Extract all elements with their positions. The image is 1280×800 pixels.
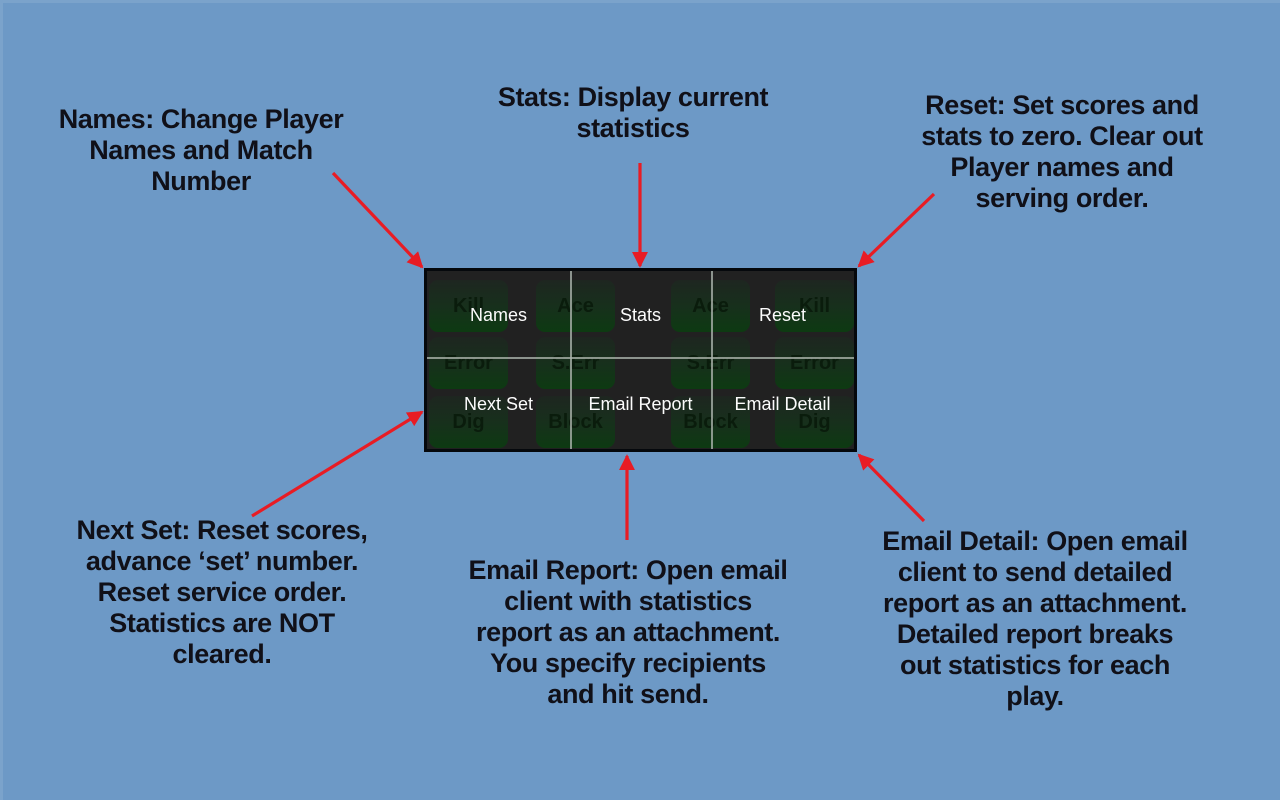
menu-item-names[interactable]: Names [469,305,527,325]
annotation-line: and hit send. [547,679,709,709]
menu-panel: Kill Ace Ace Kill Error S.Err S.Err Erro… [424,268,857,452]
annotation-line: cleared. [172,639,272,669]
ghost-button-block: Block [671,396,750,448]
annotation-line: Player names and [950,152,1174,182]
annotation-line: stats to zero. Clear out [921,121,1203,151]
menu-item-email-report[interactable]: Email Report [588,394,693,414]
menu-divider-vertical-1 [570,271,572,449]
menu-item-reset[interactable]: Reset [758,305,807,325]
annotation-line: Email Report: Open email [468,555,788,585]
annotation-line: Number [151,166,251,196]
annotation-line: Email Detail: Open email [882,526,1188,556]
annotation-line: report as an attachment. [475,617,780,647]
annotation-line: Detailed report breaks [896,619,1174,649]
annotation-line: Next Set: Reset scores, [76,515,368,545]
menu-divider-horizontal [427,357,854,359]
annotation-line: Names and Match [89,135,313,165]
ghost-button-ace: Ace [671,280,750,332]
annotation-line: report as an attachment. [882,588,1187,618]
ghost-button-ace: Ace [536,280,615,332]
annotation-line: serving order. [975,183,1149,213]
menu-divider-vertical-2 [711,271,713,449]
annotation-line: Reset: Set scores and [925,90,1199,120]
annotation-line: statistics [576,113,690,143]
annotation-next-set: Next Set: Reset scores, advance ‘set’ nu… [77,515,368,670]
annotation-line: Statistics are NOT [109,608,335,638]
ghost-button-block: Block [536,396,615,448]
annotation-line: Names: Change Player [58,104,344,134]
annotation-line: You specify recipients [490,648,766,678]
menu-item-next-set[interactable]: Next Set [463,394,534,414]
annotation-email-report: Email Report: Open email client with sta… [469,555,788,710]
menu-item-email-detail[interactable]: Email Detail [734,394,831,414]
annotation-names: Names: Change Player Names and Match Num… [59,104,344,197]
annotation-line: play. [1006,681,1064,711]
ghost-button-error: Error [429,337,508,389]
annotation-line: Stats: Display current [497,82,769,112]
annotation-line: advance ‘set’ number. [85,546,359,576]
arrow-email-detail-icon [857,453,926,523]
annotation-reset: Reset: Set scores and stats to zero. Cle… [921,90,1203,214]
annotation-line: out statistics for each [900,650,1170,680]
arrow-next-set-icon [251,410,424,518]
annotation-line: client to send detailed [897,557,1173,587]
menu-grid: Names Stats Reset Next Set Email Report … [427,271,854,449]
annotation-stats: Stats: Display current statistics [497,82,769,144]
ghost-button-serr: S.Err [536,337,615,389]
annotation-line: Reset service order. [97,577,347,607]
annotation-email-detail: Email Detail: Open email client to send … [882,526,1188,712]
annotation-line: client with statistics [504,586,752,616]
ghost-button-kill: Kill [775,280,854,332]
ghost-button-kill: Kill [429,280,508,332]
menu-item-stats[interactable]: Stats [619,305,662,325]
ghost-button-dig: Dig [775,396,854,448]
ghost-button-dig: Dig [429,396,508,448]
arrow-names-icon [331,171,424,269]
